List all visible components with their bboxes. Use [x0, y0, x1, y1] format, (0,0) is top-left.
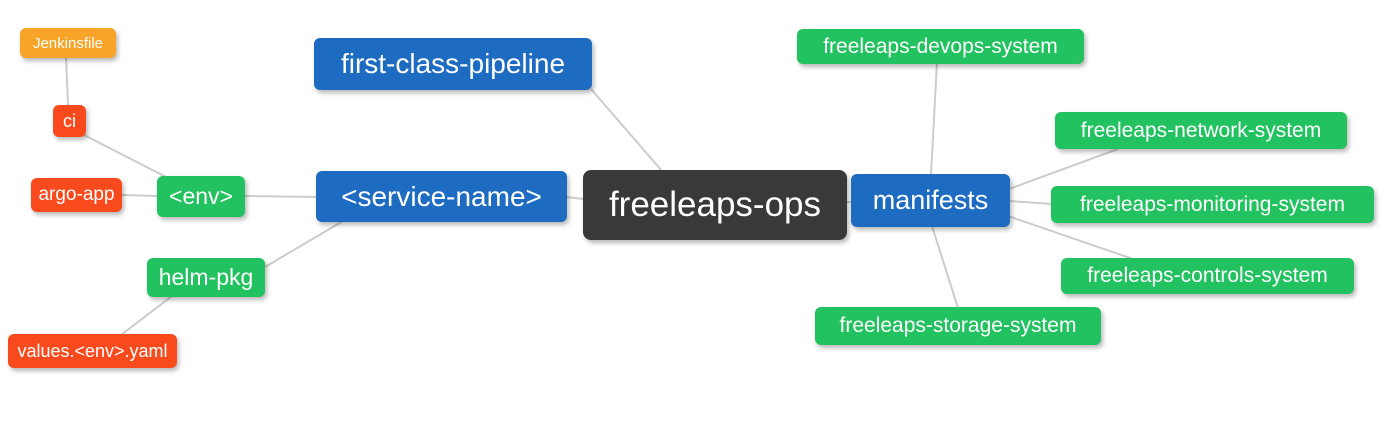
edge-manifests-controls-system	[1007, 215, 1134, 260]
edge-env-service-name	[244, 195, 318, 198]
node-freeleaps-storage-system[interactable]: freeleaps-storage-system	[815, 307, 1101, 345]
edge-service-name-root	[565, 196, 585, 200]
edge-manifests-storage-system	[931, 225, 959, 309]
edge-service-name-helm-pkg	[264, 220, 344, 268]
node-service-name[interactable]: <service-name>	[316, 171, 567, 222]
node-argo-app[interactable]: argo-app	[31, 178, 122, 212]
node-values-env-yaml[interactable]: values.<env>.yaml	[8, 334, 177, 368]
edge-argo-app-env	[121, 194, 159, 197]
node-jenkinsfile[interactable]: Jenkinsfile	[20, 28, 116, 58]
node-manifests[interactable]: manifests	[851, 174, 1010, 227]
node-freeleaps-devops-system[interactable]: freeleaps-devops-system	[797, 29, 1084, 64]
edge-manifests-devops-system	[930, 61, 938, 176]
edge-manifests-monitoring-system	[1008, 200, 1053, 205]
edge-jenkinsfile-ci	[65, 56, 69, 106]
node-helm-pkg[interactable]: helm-pkg	[147, 258, 265, 297]
edge-first-class-pipeline-root	[590, 88, 663, 172]
node-first-class-pipeline[interactable]: first-class-pipeline	[314, 38, 592, 90]
edge-helm-pkg-values-env-yaml	[120, 295, 173, 336]
node-freeleaps-network-system[interactable]: freeleaps-network-system	[1055, 112, 1347, 149]
node-freeleaps-monitoring-system[interactable]: freeleaps-monitoring-system	[1051, 186, 1374, 223]
node-freeleaps-controls-system[interactable]: freeleaps-controls-system	[1061, 258, 1354, 294]
node-env[interactable]: <env>	[157, 176, 245, 217]
edge-ci-env	[83, 134, 171, 180]
node-freeleaps-ops[interactable]: freeleaps-ops	[583, 170, 847, 240]
edge-manifests-network-system	[1008, 148, 1119, 190]
node-ci[interactable]: ci	[53, 105, 86, 137]
